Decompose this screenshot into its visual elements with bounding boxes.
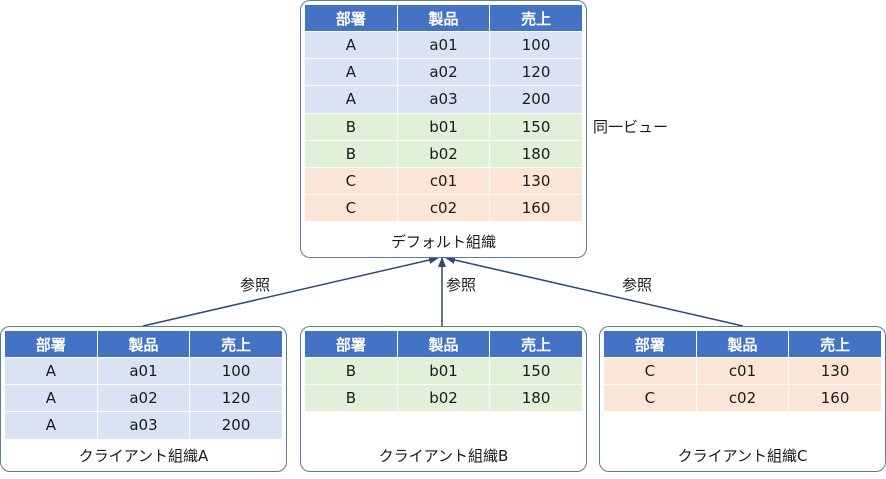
dept-cell: C (604, 356, 697, 385)
dept-cell: C (604, 384, 697, 412)
header-product: 製品 (397, 331, 491, 358)
table-header-row: 部署 製品 売上 (305, 5, 582, 32)
product-cell: b01 (397, 112, 491, 141)
product-cell: a01 (397, 30, 491, 59)
sales-cell: 100 (489, 30, 582, 59)
product-cell: a01 (97, 356, 191, 385)
header-sales: 売上 (189, 331, 282, 358)
header-dept: 部署 (305, 331, 398, 358)
same-view-label: 同一ビュー (593, 118, 669, 136)
header-dept: 部署 (604, 331, 697, 358)
table-header-row: 部署 製品 売上 (305, 331, 582, 358)
sales-cell: 130 (489, 166, 582, 195)
arrow-client-c-to-default (445, 256, 744, 327)
product-cell: a02 (397, 58, 491, 86)
table-header-row: 部署 製品 売上 (5, 331, 282, 358)
sales-cell: 100 (189, 356, 282, 385)
sales-cell: 150 (489, 112, 582, 141)
header-product: 製品 (97, 331, 191, 358)
sales-cell: 130 (788, 356, 881, 385)
product-cell: c01 (696, 356, 790, 385)
header-product: 製品 (397, 5, 491, 32)
product-cell: a02 (97, 384, 191, 412)
product-cell: b02 (397, 384, 491, 412)
client-org-a-caption: クライアント組織A (78, 447, 209, 465)
dept-cell: B (305, 384, 398, 412)
header-sales: 売上 (788, 331, 881, 358)
product-cell: a03 (397, 85, 491, 114)
reference-label-b: 参照 (446, 276, 477, 294)
sales-cell: 200 (189, 411, 282, 439)
dept-cell: C (305, 194, 398, 222)
dept-cell: B (305, 356, 398, 385)
default-org-caption: デフォルト組織 (390, 233, 496, 251)
table-header-row: 部署 製品 売上 (604, 331, 881, 358)
header-sales: 売上 (489, 331, 582, 358)
reference-label-c: 参照 (622, 276, 653, 294)
dept-cell: B (305, 112, 398, 141)
sales-cell: 180 (489, 139, 582, 168)
sales-cell: 180 (489, 384, 582, 412)
dept-cell: A (5, 384, 98, 412)
product-cell: b01 (397, 356, 491, 385)
sales-cell: 120 (489, 58, 582, 86)
sales-cell: 120 (189, 384, 282, 412)
header-product: 製品 (696, 331, 790, 358)
header-dept: 部署 (305, 5, 398, 32)
arrow-client-a-to-default (142, 256, 439, 327)
dept-cell: A (305, 58, 398, 86)
header-sales: 売上 (489, 5, 582, 32)
header-dept: 部署 (5, 331, 98, 358)
sales-cell: 160 (788, 384, 881, 412)
dept-cell: A (305, 30, 398, 59)
sales-cell: 160 (489, 194, 582, 222)
sales-cell: 200 (489, 85, 582, 114)
dept-cell: A (305, 85, 398, 114)
client-org-c-caption: クライアント組織C (677, 447, 808, 465)
product-cell: a03 (97, 411, 191, 439)
client-org-b-caption: クライアント組織B (378, 447, 509, 465)
product-cell: c02 (397, 194, 491, 222)
sales-cell: 150 (489, 356, 582, 385)
product-cell: c02 (696, 384, 790, 412)
reference-label-a: 参照 (240, 276, 271, 294)
dept-cell: A (5, 356, 98, 385)
dept-cell: A (5, 411, 98, 439)
product-cell: b02 (397, 139, 491, 168)
dept-cell: C (305, 166, 398, 195)
product-cell: c01 (397, 166, 491, 195)
dept-cell: B (305, 139, 398, 168)
